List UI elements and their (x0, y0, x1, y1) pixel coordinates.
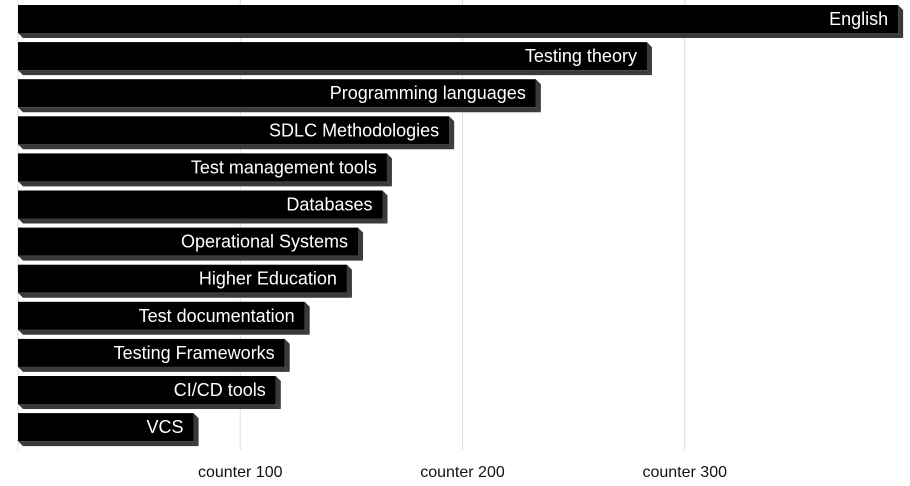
bar-rect (18, 264, 347, 293)
bar-bottom (18, 107, 541, 113)
bar-label: Test documentation (139, 306, 295, 326)
bar-side (386, 153, 392, 187)
bar: CI/CD tools (18, 376, 281, 409)
bar-label: CI/CD tools (174, 380, 266, 400)
bar-rect (18, 413, 194, 442)
bar-rect (18, 42, 647, 71)
bar-label: Programming languages (330, 83, 526, 103)
bar-rect (18, 116, 450, 145)
bar-rect (18, 153, 387, 182)
bar: Testing theory (18, 42, 652, 76)
bar-rect (18, 301, 305, 330)
bar-label: Testing theory (525, 46, 637, 66)
bar: Higher Education (18, 264, 352, 298)
x-tick-label: counter 200 (420, 464, 505, 481)
bar-label: Testing Frameworks (114, 343, 275, 363)
bar-label: Databases (286, 195, 372, 215)
bar-side (193, 413, 199, 447)
bar-side (346, 264, 352, 298)
bar-rect (18, 5, 899, 33)
bar-bottom (18, 329, 310, 335)
bar-side (449, 116, 455, 150)
bar-rect (18, 190, 383, 219)
bar-bottom (18, 144, 455, 150)
bar: Test documentation (18, 301, 310, 335)
x-tick-label: counter 300 (642, 464, 727, 481)
bar-side (382, 190, 388, 224)
bar-bottom (18, 404, 281, 409)
bar-label: SDLC Methodologies (269, 120, 439, 140)
bar-rect (18, 79, 536, 108)
bar-rect (18, 227, 359, 256)
bar-label: English (829, 9, 888, 29)
bar-bottom (18, 33, 904, 38)
bar: Testing Frameworks (18, 338, 290, 372)
bar-label: Test management tools (191, 157, 377, 177)
bar-side (284, 338, 290, 372)
bar-label: VCS (147, 417, 184, 437)
bar-label: Higher Education (199, 269, 337, 289)
bar-bottom (18, 255, 364, 261)
bar: VCS (18, 413, 199, 447)
bar: SDLC Methodologies (18, 116, 455, 150)
bar-side (275, 376, 281, 409)
x-axis-ticks: counter 100 counter 200 counter 300 (198, 464, 727, 481)
bar-bottom (18, 181, 392, 187)
bar-side (358, 227, 364, 261)
bar-bottom (18, 441, 199, 447)
bar-label: Operational Systems (181, 232, 348, 252)
bar-side (304, 301, 310, 335)
bar: Operational Systems (18, 227, 364, 261)
bar-bottom (18, 218, 388, 224)
bar-side (646, 42, 652, 76)
bar-bottom (18, 292, 352, 298)
bar-side (898, 5, 904, 38)
bar: Databases (18, 190, 388, 224)
bar-rect (18, 338, 285, 367)
bar-bottom (18, 366, 290, 372)
bar-bottom (18, 70, 652, 76)
bar-rect (18, 376, 276, 404)
bar-side (535, 79, 541, 113)
bar: Test management tools (18, 153, 392, 187)
bar: English (18, 5, 904, 38)
x-tick-label: counter 100 (198, 464, 283, 481)
bar: Programming languages (18, 79, 541, 113)
